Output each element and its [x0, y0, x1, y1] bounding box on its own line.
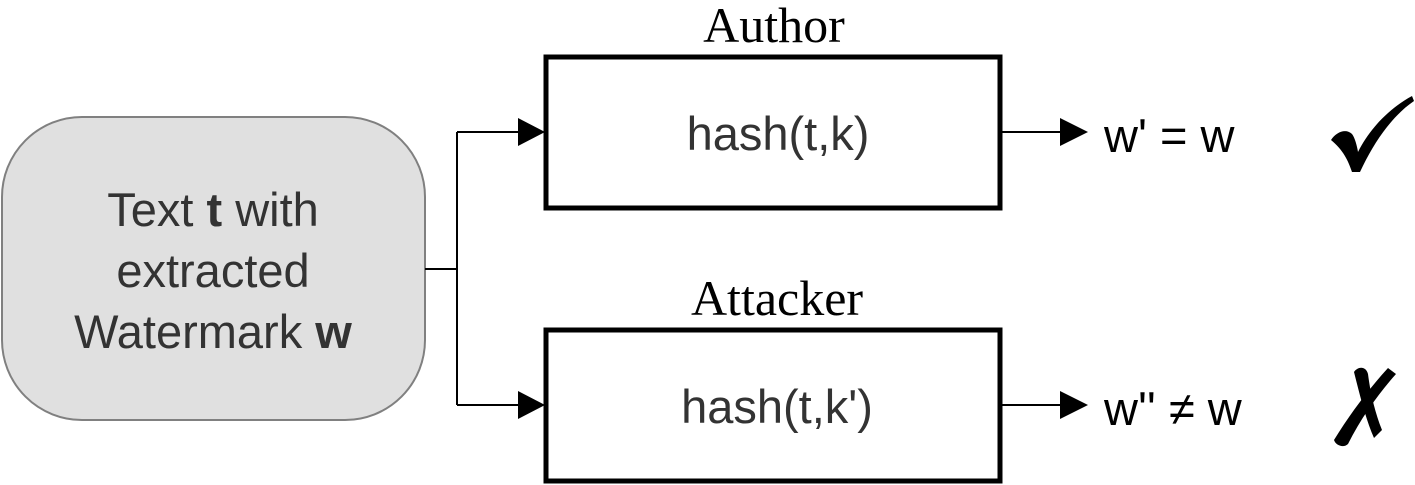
author-output-arrow-icon: [1060, 118, 1088, 146]
attacker-output-arrow-icon: [1060, 391, 1088, 419]
attacker-result: w'' ≠ w: [1103, 382, 1243, 435]
cross-mark-icon: [1334, 367, 1396, 447]
check-mark-icon: [1331, 96, 1414, 172]
arrow-to-author-icon: [518, 118, 545, 146]
source-line-3: Watermark w: [74, 305, 352, 358]
attacker-hash-box: [543, 327, 1003, 484]
author-hash-box: [543, 54, 1003, 211]
attacker-hash-label: hash(t,k'): [681, 380, 873, 433]
source-line-1: Text t with: [107, 183, 319, 236]
attacker-title: Attacker: [691, 270, 863, 326]
arrow-to-attacker-icon: [518, 391, 545, 419]
author-hash-label: hash(t,k): [687, 107, 870, 160]
source-line-2: extracted: [116, 244, 309, 297]
author-title: Author: [703, 0, 845, 53]
author-result: w' = w: [1103, 109, 1235, 162]
branch-connector: [425, 131, 518, 406]
